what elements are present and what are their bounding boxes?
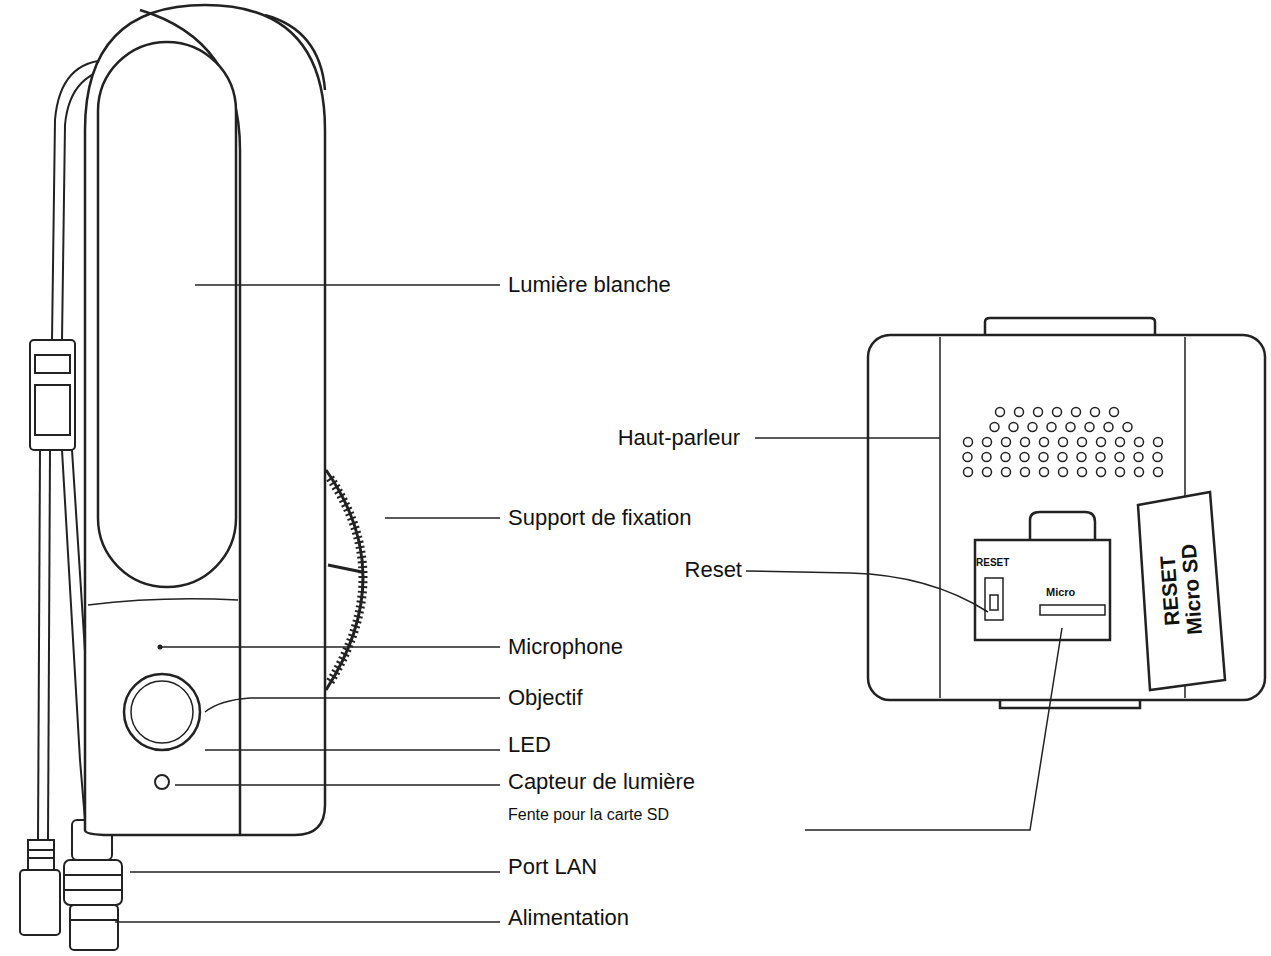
speaker-hole <box>1009 423 1018 432</box>
sticker-text: RESET Micro SD <box>1155 534 1207 647</box>
lan-connector <box>64 820 122 950</box>
light-sensor <box>155 775 169 789</box>
speaker-hole <box>1116 438 1125 447</box>
speaker-hole <box>1040 438 1049 447</box>
lens-ring <box>131 681 193 743</box>
part-label: Capteur de lumière <box>508 769 695 794</box>
mounting-dial <box>326 470 363 690</box>
speaker-hole <box>1001 453 1010 462</box>
speaker-hole <box>983 468 992 477</box>
speaker-hole <box>983 438 992 447</box>
speaker-hole <box>1072 408 1081 417</box>
part-label: Port LAN <box>508 854 597 879</box>
speaker-hole <box>1066 423 1075 432</box>
speaker-hole <box>1078 468 1087 477</box>
part-label: LED <box>508 732 551 757</box>
speaker-hole <box>1058 453 1067 462</box>
speaker-hole <box>1154 438 1163 447</box>
speaker-hole <box>1021 438 1030 447</box>
part-label: Microphone <box>508 634 623 659</box>
speaker-hole <box>964 438 973 447</box>
speaker-hole <box>1123 423 1132 432</box>
speaker-hole <box>1154 468 1163 477</box>
speaker-hole <box>1078 438 1087 447</box>
speaker-hole <box>1135 438 1144 447</box>
speaker-hole <box>1097 438 1106 447</box>
part-label: Reset <box>685 557 742 582</box>
part-label: Alimentation <box>508 905 629 930</box>
speaker-hole <box>1039 453 1048 462</box>
part-label: Objectif <box>508 685 583 710</box>
speaker-hole <box>1002 438 1011 447</box>
speaker-hole <box>1116 468 1125 477</box>
side-view <box>868 318 1265 708</box>
lens <box>124 674 200 750</box>
speaker-hole <box>1015 408 1024 417</box>
speaker-hole <box>1115 453 1124 462</box>
speaker-hole <box>1021 468 1030 477</box>
speaker-hole <box>990 423 999 432</box>
speaker-hole <box>963 453 972 462</box>
microphone-hole <box>159 646 162 649</box>
speaker-hole <box>1096 453 1105 462</box>
speaker-hole <box>1091 408 1100 417</box>
speaker-hole <box>1059 468 1068 477</box>
speaker-hole <box>1097 468 1106 477</box>
speaker-hole <box>996 408 1005 417</box>
speaker-hole <box>1085 423 1094 432</box>
panel-marking: Micro <box>1046 586 1075 599</box>
leader-lines <box>115 285 1062 922</box>
speaker-hole <box>1104 423 1113 432</box>
part-label: Haut-parleur <box>618 425 740 450</box>
part-label: Lumière blanche <box>508 272 671 297</box>
speaker-hole <box>1040 468 1049 477</box>
power-connector <box>20 840 60 935</box>
part-label: Fente pour la carte SD <box>508 806 669 824</box>
speaker-hole <box>1047 423 1056 432</box>
panel-marking: RESET <box>976 557 1009 569</box>
part-label: Support de fixation <box>508 505 691 530</box>
speaker-hole <box>964 468 973 477</box>
speaker-hole <box>1053 408 1062 417</box>
speaker-hole <box>1153 453 1162 462</box>
camera-body <box>85 5 325 835</box>
speaker-hole <box>982 453 991 462</box>
speaker-hole <box>1028 423 1037 432</box>
speaker-hole <box>1134 453 1143 462</box>
speaker-hole <box>1077 453 1086 462</box>
speaker-hole <box>1059 438 1068 447</box>
speaker-hole <box>1034 408 1043 417</box>
speaker-hole <box>1020 453 1029 462</box>
speaker-hole <box>1002 468 1011 477</box>
speaker-hole <box>1110 408 1119 417</box>
speaker-hole <box>1135 468 1144 477</box>
